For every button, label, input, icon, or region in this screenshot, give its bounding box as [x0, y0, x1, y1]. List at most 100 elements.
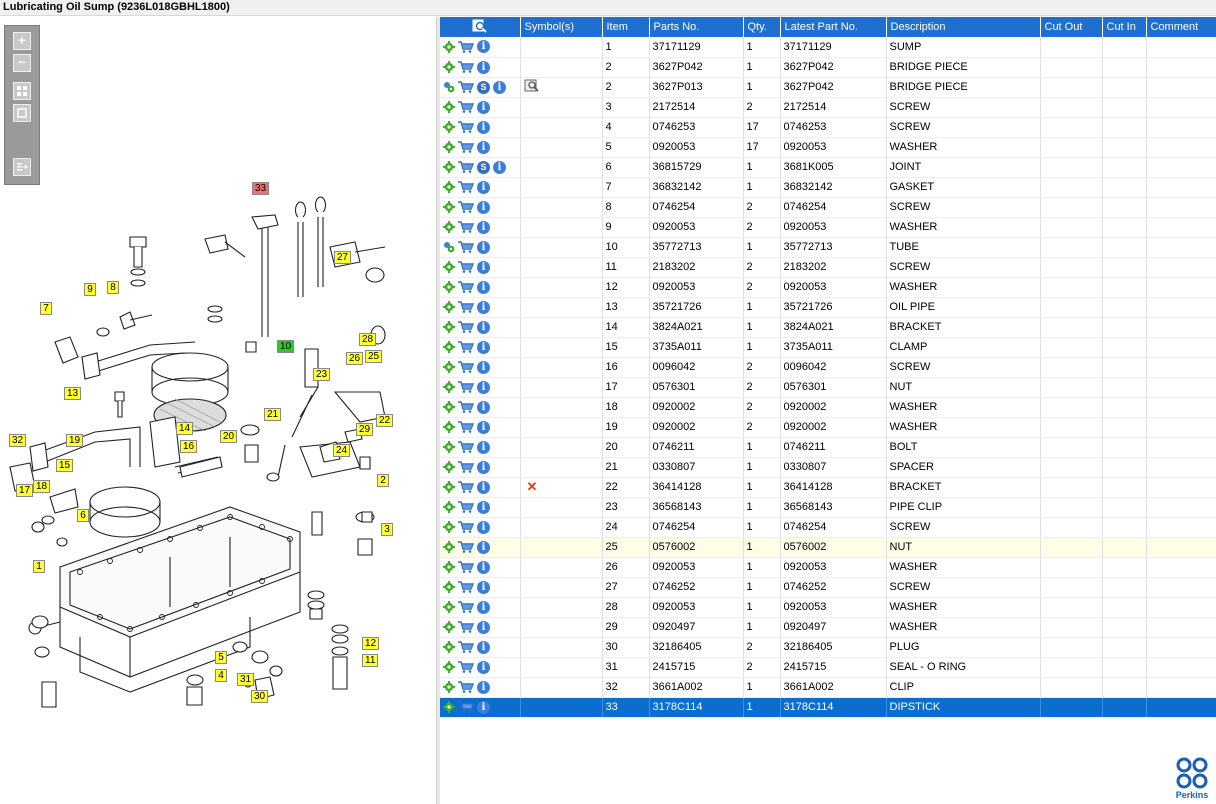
add-to-cart-button[interactable] [458, 101, 477, 113]
add-to-cart-button[interactable] [458, 81, 477, 93]
part-details-button[interactable] [443, 261, 458, 273]
callout-4[interactable]: 4 [215, 669, 227, 682]
part-details-button[interactable] [443, 521, 458, 533]
add-to-cart-button[interactable] [458, 581, 477, 593]
callout-15[interactable]: 15 [56, 459, 74, 472]
add-to-cart-button[interactable] [458, 261, 477, 273]
add-to-cart-button[interactable] [458, 221, 477, 233]
info-icon[interactable]: i [477, 600, 490, 614]
part-details-button[interactable] [443, 681, 458, 693]
part-details-button[interactable] [443, 61, 458, 73]
part-details-button[interactable] [443, 481, 458, 493]
add-to-cart-button[interactable] [458, 61, 477, 73]
info-icon[interactable]: i [493, 160, 506, 174]
callout-32[interactable]: 32 [9, 434, 27, 447]
callout-16[interactable]: 16 [180, 440, 198, 453]
part-details-button[interactable] [443, 381, 458, 393]
info-icon[interactable]: i [477, 560, 490, 574]
column-header-symbols[interactable]: Symbol(s) [520, 17, 603, 37]
info-icon[interactable]: i [477, 480, 490, 494]
part-details-button[interactable] [443, 121, 458, 133]
callout-9[interactable]: 9 [84, 283, 96, 296]
callout-6[interactable]: 6 [77, 509, 89, 522]
add-to-cart-button[interactable] [458, 661, 477, 673]
add-to-cart-button[interactable] [458, 461, 477, 473]
callout-5[interactable]: 5 [215, 651, 227, 664]
supersession-icon[interactable]: S [477, 160, 490, 174]
info-icon[interactable]: i [477, 220, 490, 234]
add-to-cart-button[interactable] [458, 161, 477, 173]
supersession-icon[interactable]: S [477, 80, 490, 94]
fit-to-window-button[interactable] [13, 82, 31, 100]
part-details-button[interactable] [443, 161, 458, 173]
callout-30[interactable]: 30 [251, 690, 269, 703]
add-to-cart-button[interactable] [458, 541, 477, 553]
part-details-button[interactable] [443, 501, 458, 513]
column-header-qty[interactable]: Qty. [743, 17, 781, 37]
add-to-cart-button[interactable] [458, 381, 477, 393]
add-to-cart-button[interactable] [458, 181, 477, 193]
callout-11[interactable]: 11 [362, 654, 379, 667]
info-icon[interactable]: i [477, 660, 490, 674]
callout-7[interactable]: 7 [40, 302, 52, 315]
diagram-pane[interactable]: + − [0, 17, 436, 804]
add-to-cart-button[interactable] [458, 301, 477, 313]
part-details-button[interactable] [443, 81, 458, 93]
column-header-actions[interactable] [440, 17, 521, 37]
book-search-icon[interactable] [524, 79, 540, 92]
callout-31[interactable]: 31 [237, 673, 255, 686]
add-to-cart-button[interactable] [458, 241, 477, 253]
add-to-cart-button[interactable] [458, 521, 477, 533]
add-to-cart-button[interactable] [458, 701, 477, 713]
info-icon[interactable]: i [477, 40, 490, 54]
part-details-button[interactable] [443, 621, 458, 633]
callout-21[interactable]: 21 [264, 408, 282, 421]
part-details-button[interactable] [443, 341, 458, 353]
add-to-cart-button[interactable] [458, 501, 477, 513]
add-to-cart-button[interactable] [458, 201, 477, 213]
info-icon[interactable]: i [477, 580, 490, 594]
callout-33[interactable]: 33 [252, 182, 270, 195]
zoom-out-button[interactable]: − [13, 54, 31, 72]
info-icon[interactable]: i [477, 700, 490, 714]
column-header-cut-in[interactable]: Cut In [1102, 17, 1147, 37]
add-to-cart-button[interactable] [458, 361, 477, 373]
callout-1[interactable]: 1 [33, 560, 45, 573]
column-header-latest-part-no[interactable]: Latest Part No. [780, 17, 887, 37]
info-icon[interactable]: i [477, 380, 490, 394]
part-details-button[interactable] [443, 40, 458, 53]
add-to-cart-button[interactable] [458, 601, 477, 613]
part-details-button[interactable] [443, 201, 458, 213]
part-details-button[interactable] [443, 561, 458, 573]
info-icon[interactable]: i [493, 80, 506, 94]
column-header-parts-no[interactable]: Parts No. [649, 17, 744, 37]
callout-27[interactable]: 27 [334, 251, 352, 264]
callout-29[interactable]: 29 [356, 423, 374, 436]
info-icon[interactable]: i [477, 520, 490, 534]
add-to-cart-button[interactable] [458, 401, 477, 413]
actual-size-button[interactable] [13, 104, 31, 122]
info-icon[interactable]: i [477, 680, 490, 694]
add-to-cart-button[interactable] [458, 481, 477, 493]
info-icon[interactable]: i [477, 440, 490, 454]
info-icon[interactable]: i [477, 200, 490, 214]
part-details-button[interactable] [443, 581, 458, 593]
column-header-item[interactable]: Item [602, 17, 650, 37]
